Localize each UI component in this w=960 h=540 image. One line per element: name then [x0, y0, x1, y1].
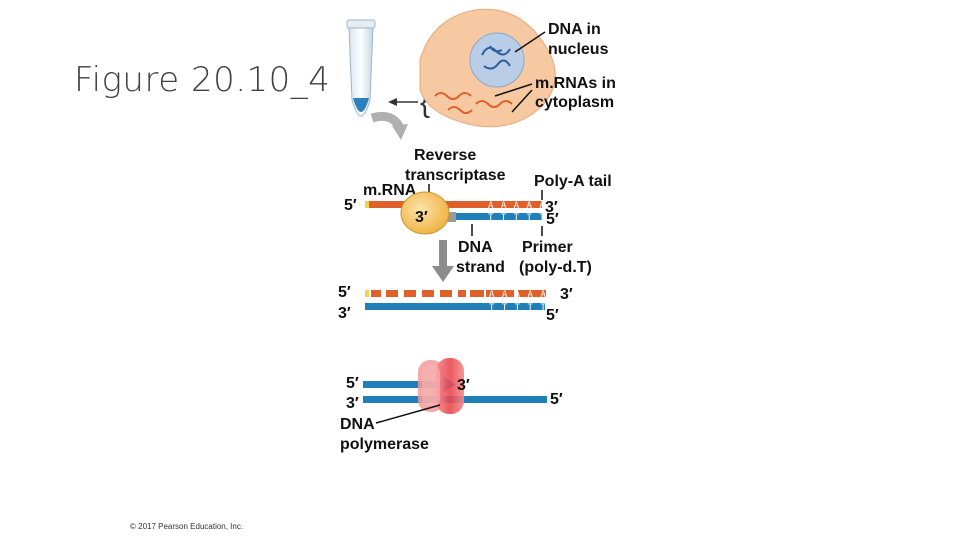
- mrna-squiggles: [434, 92, 513, 114]
- dna-polymerase-enzyme: [418, 358, 464, 414]
- end-3-step2-top: 3′: [560, 286, 573, 303]
- poly-t-seq-1: T T T T T: [488, 213, 546, 223]
- test-tube-icon: [346, 19, 376, 117]
- label-dna: DNA: [458, 239, 493, 256]
- end-5-step3-template: 5′: [550, 391, 563, 408]
- poly-a-seq-1: A A A A A A: [488, 201, 559, 211]
- label-polymerase: polymerase: [340, 436, 429, 453]
- cell-icon: [419, 8, 556, 128]
- poly-a-seq-2: A A A A A A: [489, 290, 560, 300]
- end-5-step2: 5′: [338, 284, 351, 301]
- end-3-growing: 3′: [415, 209, 428, 226]
- label-nucleus: nucleus: [548, 41, 609, 58]
- end-3-step2: 3′: [338, 305, 351, 322]
- end-3-step3: 3′: [346, 395, 359, 412]
- label-dna-in-nucleus: DNA in: [548, 21, 601, 38]
- end-3-mrna-1: 3′: [545, 199, 558, 216]
- label-mrna: m.RNA: [363, 182, 417, 199]
- end-5-step1: 5′: [344, 197, 357, 214]
- label-primer: Primer: [522, 239, 573, 256]
- end-5-primer-1: 5′: [546, 211, 559, 228]
- slide-title: Figure 20.10_4: [74, 60, 331, 100]
- pointer-arrow-icon: [388, 98, 418, 106]
- label-poly-a-tail: Poly-A tail: [534, 173, 612, 190]
- label-strand: strand: [456, 259, 505, 276]
- cdna-strand: [365, 303, 545, 310]
- label-cytoplasm: cytoplasm: [535, 94, 614, 111]
- brace: {: [420, 86, 430, 119]
- label-transcriptase: transcriptase: [405, 167, 506, 184]
- chromatin-icon: [481, 45, 511, 70]
- new-dna-strand: [363, 381, 443, 388]
- reverse-transcriptase-enzyme: [400, 191, 450, 235]
- end-5-step2-bottom: 5′: [546, 307, 559, 324]
- poly-t-seq-2: T T T T T: [489, 303, 547, 313]
- down-arrow-icon: [432, 240, 454, 282]
- end-5-step3: 5′: [346, 375, 359, 392]
- degraded-mrna: [365, 290, 546, 297]
- primer-strand: [485, 213, 542, 220]
- nucleus-icon: [469, 32, 525, 88]
- end-3-step3-new: 3′: [457, 377, 470, 394]
- label-reverse: Reverse: [414, 147, 476, 164]
- label-mrnas-in: m.RNAs in: [535, 75, 616, 92]
- label-dna-pol: DNA: [340, 416, 375, 433]
- label-poly-dt: (poly-d.T): [519, 259, 592, 276]
- copyright-notice: © 2017 Pearson Education, Inc.: [130, 522, 244, 531]
